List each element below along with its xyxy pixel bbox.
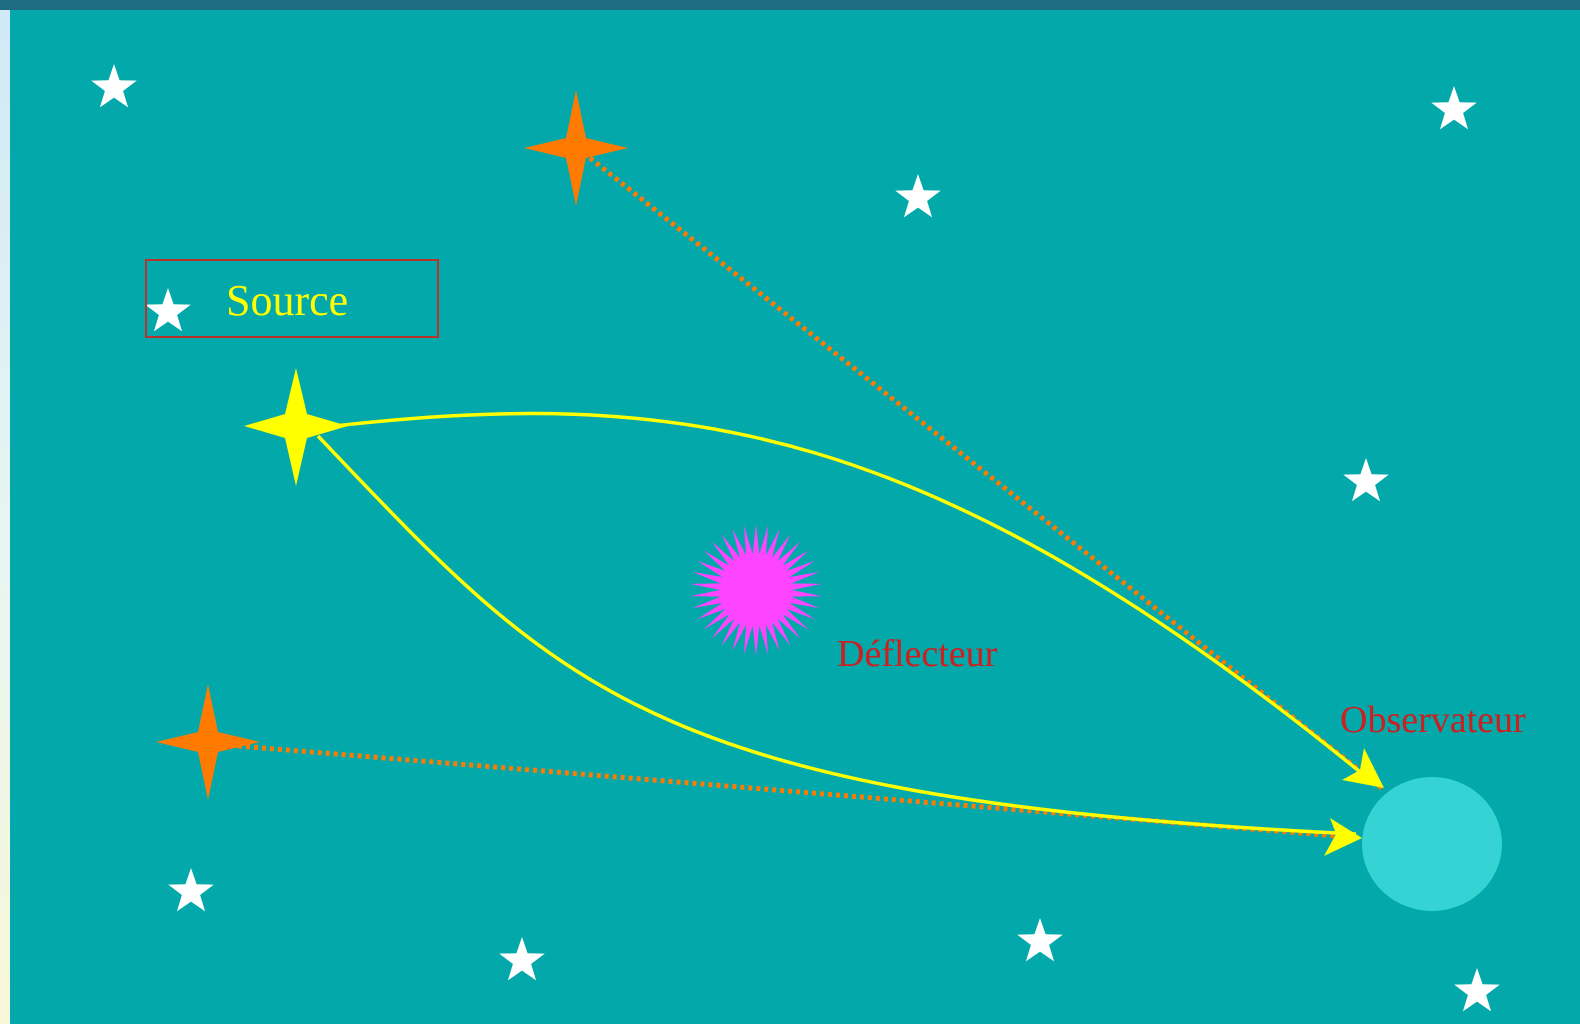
star-icon [1017, 918, 1063, 961]
source-label: Source [226, 276, 348, 325]
deflector-label: Déflecteur [837, 633, 998, 675]
star-icon [1431, 86, 1477, 129]
observer-label: Observateur [1340, 699, 1526, 741]
star-icon [145, 288, 191, 331]
star-icon [1343, 458, 1389, 501]
observer-circle-icon [1362, 777, 1502, 911]
arrowhead-icon [1342, 748, 1384, 788]
apparent-path-upper [590, 158, 1384, 790]
star-icon [1454, 968, 1500, 1011]
image-star-upper-icon [524, 90, 628, 206]
star-icon [168, 868, 214, 911]
star-icon [895, 174, 941, 217]
star-icon [91, 64, 137, 107]
deflector-starburst-icon [690, 524, 821, 656]
light-path-upper [318, 414, 1370, 780]
starburst-core [722, 556, 790, 624]
source-star-icon [244, 368, 348, 486]
image-star-lower-icon [156, 684, 260, 800]
star-icon [499, 937, 545, 980]
arrowhead-icon [1324, 818, 1362, 856]
background-stars [91, 64, 1500, 1011]
